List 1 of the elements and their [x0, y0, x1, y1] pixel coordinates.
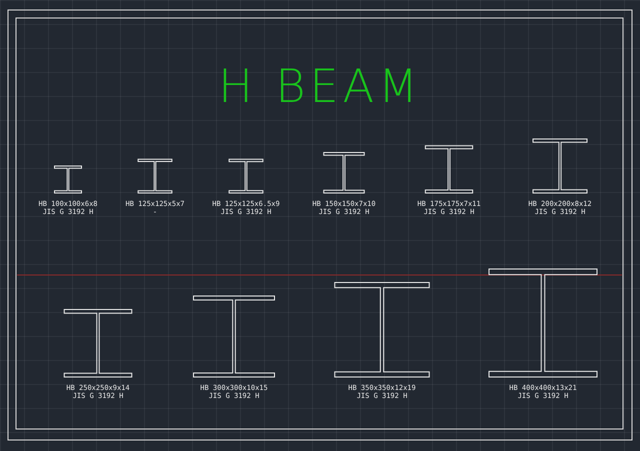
drawing-title: H BEAM [217, 60, 423, 112]
